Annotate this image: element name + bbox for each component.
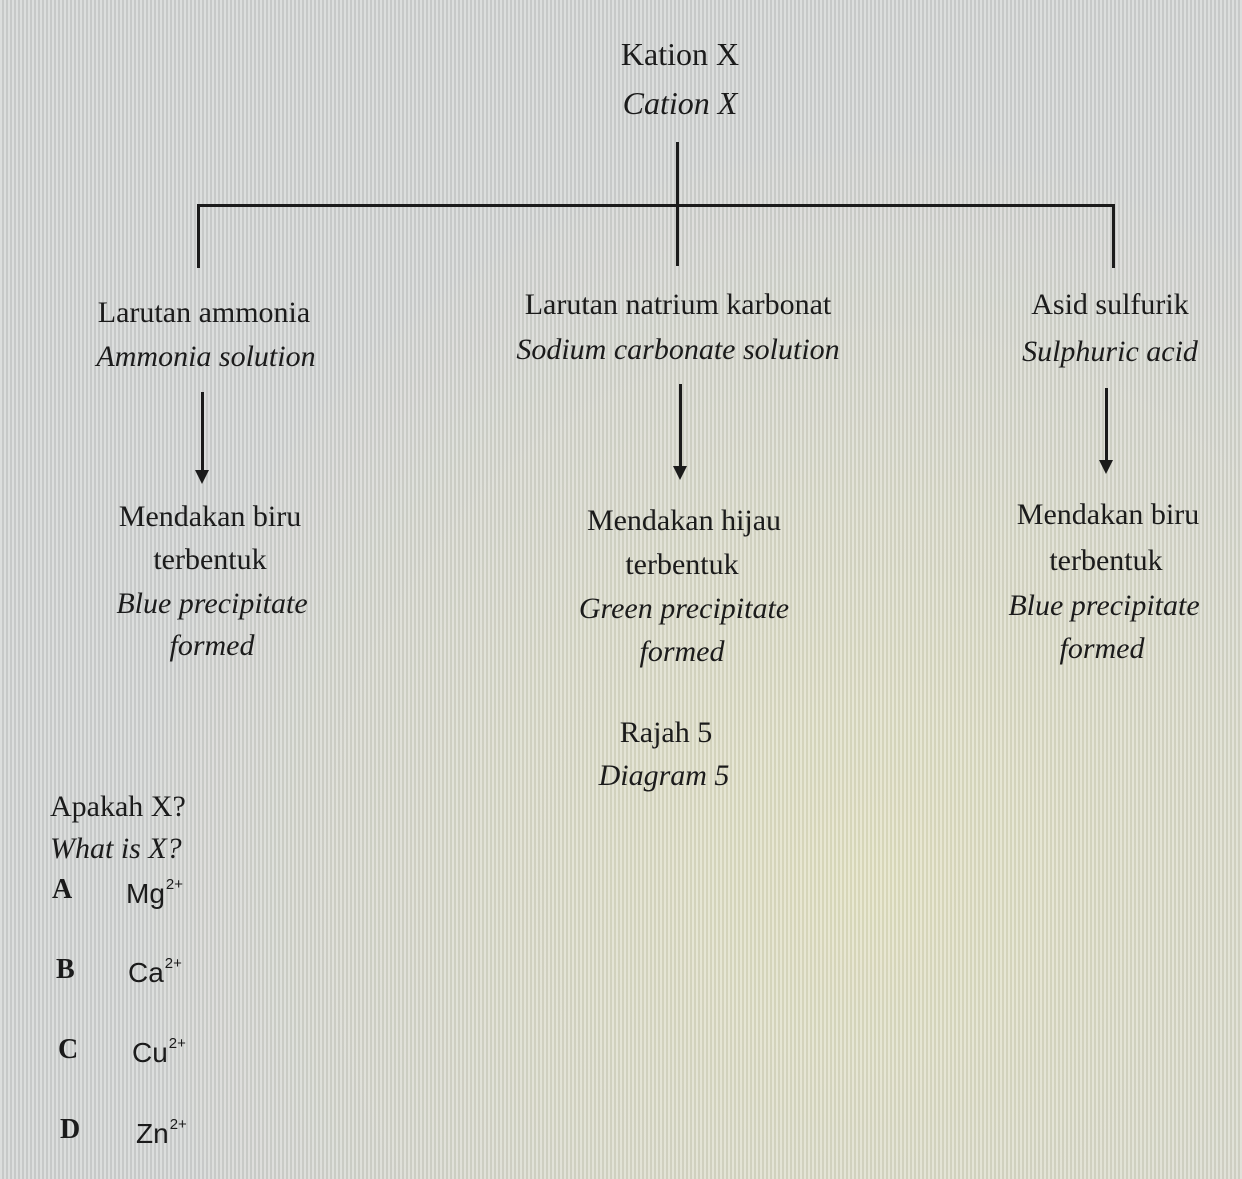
option-a-formula: Mg2+ — [126, 876, 184, 909]
option-d-formula: Zn2+ — [136, 1116, 187, 1149]
arrow-right-shaft — [1105, 388, 1108, 462]
option-d-letter: D — [60, 1114, 81, 1145]
caption-ms: Rajah 5 — [619, 716, 713, 749]
branch-right-reagent-ms: Asid sulfurik — [1031, 288, 1189, 321]
branch-middle-result-ms-1: Mendakan hijau — [586, 504, 782, 537]
branch-left-reagent-en: Ammonia solution — [96, 340, 316, 373]
arrow-right-head — [1099, 460, 1113, 474]
branch-middle-reagent-en: Sodium carbonate solution — [516, 333, 840, 366]
branch-middle-result-en-2: formed — [639, 635, 725, 668]
branch-bar-line — [197, 204, 1115, 207]
root-label-en: Cation X — [622, 85, 738, 121]
arrow-middle-head — [673, 466, 687, 480]
branch-left-result-en-1: Blue precipitate — [116, 587, 308, 620]
root-label-ms: Kation X — [620, 36, 740, 72]
option-b-formula: Ca2+ — [128, 955, 182, 988]
branch-left-result-ms-2: terbentuk — [153, 543, 267, 576]
branch-left-reagent-ms: Larutan ammonia — [97, 296, 311, 329]
branch-right-result-ms-2: terbentuk — [1049, 544, 1163, 577]
branch-middle-result-en-1: Green precipitate — [578, 592, 790, 625]
question-en: What is X? — [50, 832, 182, 865]
branch-middle-result-ms-2: terbentuk — [625, 548, 739, 581]
branch-right-result-en-1: Blue precipitate — [1008, 589, 1200, 622]
option-b-letter: B — [56, 954, 75, 985]
arrow-left-head — [195, 470, 209, 484]
option-a-letter: A — [52, 874, 73, 905]
arrow-middle-shaft — [679, 384, 682, 468]
caption-en: Diagram 5 — [598, 759, 730, 792]
branch-left-result-en-2: formed — [169, 629, 255, 662]
branch-left-result-ms-1: Mendakan biru — [118, 500, 302, 533]
option-c-formula: Cu2+ — [132, 1035, 186, 1068]
branch-right-result-en-2: formed — [1059, 632, 1145, 665]
question-ms: Apakah X? — [50, 790, 186, 823]
branch-middle-reagent-ms: Larutan natrium karbonat — [524, 288, 832, 321]
option-c-letter: C — [58, 1034, 79, 1065]
branch-right-result-ms-1: Mendakan biru — [1016, 498, 1200, 531]
branch-left-drop-line — [197, 204, 200, 268]
arrow-left-shaft — [201, 392, 204, 472]
branch-right-reagent-en: Sulphuric acid — [1022, 335, 1198, 368]
branch-right-drop-line — [1112, 204, 1115, 268]
